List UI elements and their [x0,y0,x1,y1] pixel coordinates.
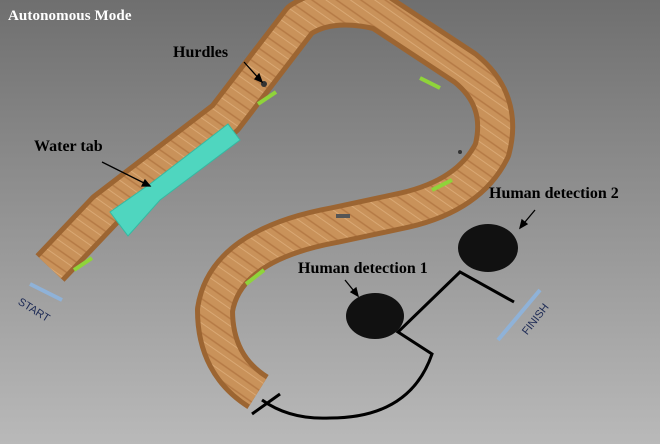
mode-title: Autonomous Mode [8,8,132,24]
hurdle-marker [431,178,453,192]
track-floor [39,0,511,405]
hurdle-marker [256,90,278,106]
water-tab-label: Water tab [34,138,103,155]
callout-arrows [101,61,536,298]
start-bar [251,392,281,416]
arrowhead [518,218,529,230]
guide-lines [251,270,515,420]
guide-line-main [261,270,515,420]
human-detection-pad-1 [346,293,404,339]
finish-strip [496,288,542,342]
human-detection-2-label: Human detection 2 [489,185,619,202]
arrowhead [140,178,152,187]
human-detection-pad-2 [458,224,518,272]
arrowhead [253,72,264,84]
arrowhead [349,286,360,298]
start-strip [29,282,63,302]
hurdle-dot [458,150,462,154]
hurdle-block [336,214,350,218]
hurdles-label: Hurdles [173,44,229,61]
track [35,0,516,409]
human-detection-1-label: Human detection 1 [298,260,428,277]
hurdle-marker [419,76,441,90]
hurdle-marker [72,256,94,272]
hurdle-marker [244,268,266,286]
arrow-water-tab [101,161,151,187]
water-tab [109,123,241,237]
